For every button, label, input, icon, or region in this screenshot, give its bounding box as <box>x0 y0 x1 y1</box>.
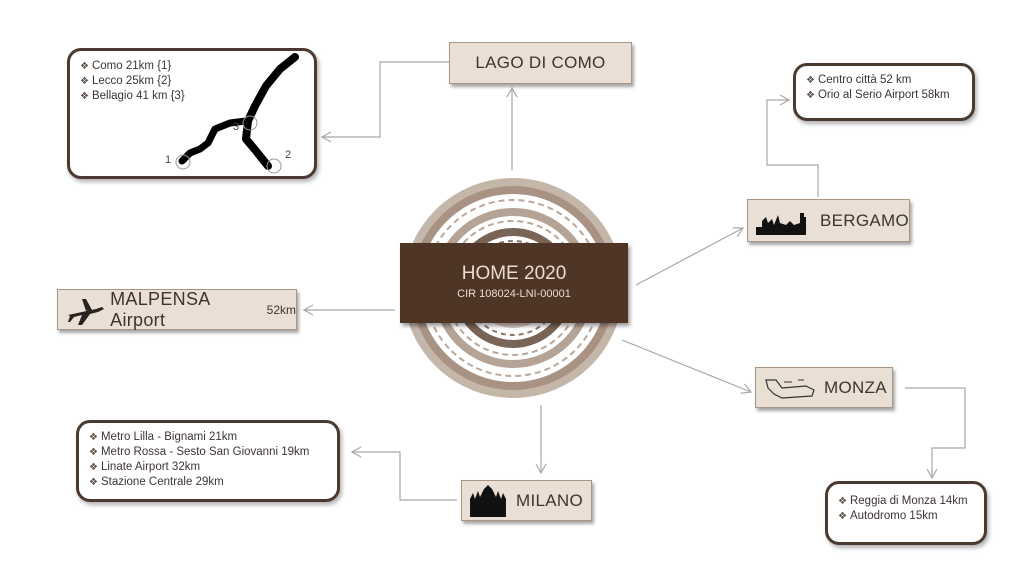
list-item: ❖Orio al Serio Airport 58km <box>806 88 962 103</box>
list-item: ❖Metro Lilla - Bignami 21km <box>89 430 327 445</box>
bullet-icon: ❖ <box>80 91 89 102</box>
lake-map-icon <box>175 53 299 174</box>
bullet-icon: ❖ <box>806 75 815 86</box>
list-item: ❖Lecco 25km {2} <box>80 74 304 89</box>
bergamo-skyline-icon <box>756 212 806 235</box>
list-item: ❖Linate Airport 32km <box>89 460 327 475</box>
item-text: Stazione Centrale 29km <box>100 476 224 488</box>
arrow-to-lago-info <box>320 61 449 143</box>
arrow-to-bergamo-info <box>766 94 819 197</box>
arrow-to-milano-info <box>350 446 457 501</box>
item-text: Reggia di Monza 14km <box>849 495 968 507</box>
monza-circuit-icon <box>765 378 815 399</box>
arrow-to-monza <box>621 339 753 394</box>
arrow-to-bergamo <box>635 227 745 286</box>
lago-info-box: ❖Como 21km {1} ❖Lecco 25km {2} ❖Bellagio… <box>67 48 317 179</box>
malpensa-label: MALPENSA Airport <box>110 288 210 330</box>
item-text: Autodromo 15km <box>849 510 938 522</box>
milano-label: MILANO <box>516 490 583 510</box>
center-title-box: HOME 2020 CIR 108024-LNI-00001 <box>400 243 628 323</box>
item-text: Linate Airport 32km <box>100 461 201 473</box>
monza-info-box: ❖Reggia di Monza 14km ❖Autodromo 15km <box>825 481 987 545</box>
monza-node: MONZA <box>755 367 893 408</box>
list-item: ❖Bellagio 41 km {3} <box>80 89 304 104</box>
lago-di-como-node: LAGO DI COMO <box>449 42 632 84</box>
item-text: Metro Lilla - Bignami 21km <box>100 431 238 443</box>
bergamo-label: BERGAMO <box>819 210 909 230</box>
marker-1: 1 <box>165 154 172 166</box>
bullet-icon: ❖ <box>838 496 847 507</box>
airplane-icon <box>68 298 104 325</box>
bullet-icon: ❖ <box>89 462 98 473</box>
marker-3: 3 <box>233 121 240 133</box>
list-item: ❖Reggia di Monza 14km <box>838 494 974 509</box>
marker-2: 2 <box>285 149 292 161</box>
bullet-icon: ❖ <box>89 447 98 458</box>
lago-label: LAGO DI COMO <box>475 53 606 72</box>
list-item: ❖Stazione Centrale 29km <box>89 475 327 490</box>
center-title: HOME 2020 <box>461 263 567 284</box>
list-item: ❖Como 21km {1} <box>80 59 304 74</box>
center-code: CIR 108024-LNI-00001 <box>457 288 571 300</box>
bergamo-info-box: ❖Centro città 52 km ❖Orio al Serio Airpo… <box>793 63 975 121</box>
bullet-icon: ❖ <box>838 511 847 522</box>
monza-label: MONZA <box>824 377 887 397</box>
bullet-icon: ❖ <box>806 90 815 101</box>
item-text: Bellagio 41 km {3} <box>91 90 185 102</box>
malpensa-distance: 52km <box>266 302 296 317</box>
bullet-icon: ❖ <box>80 61 89 72</box>
list-item: ❖Autodromo 15km <box>838 509 974 524</box>
list-item: ❖Metro Rossa - Sesto San Giovanni 19km <box>89 445 327 460</box>
item-text: Orio al Serio Airport 58km <box>817 89 950 101</box>
item-text: Centro città 52 km <box>817 74 912 86</box>
item-text: Metro Rossa - Sesto San Giovanni 19km <box>100 446 310 458</box>
milano-node: MILANO <box>461 480 592 521</box>
bullet-icon: ❖ <box>89 477 98 488</box>
milano-info-box: ❖Metro Lilla - Bignami 21km ❖Metro Rossa… <box>76 420 340 502</box>
arrow-to-monza-info <box>905 387 966 480</box>
list-item: ❖Centro città 52 km <box>806 73 962 88</box>
duomo-icon <box>470 484 506 517</box>
malpensa-node: MALPENSA Airport 52km <box>57 289 297 330</box>
item-text: Como 21km {1} <box>91 60 172 72</box>
bullet-icon: ❖ <box>80 76 89 87</box>
bullet-icon: ❖ <box>89 432 98 443</box>
item-text: Lecco 25km {2} <box>91 75 172 87</box>
bergamo-node: BERGAMO <box>747 199 910 242</box>
